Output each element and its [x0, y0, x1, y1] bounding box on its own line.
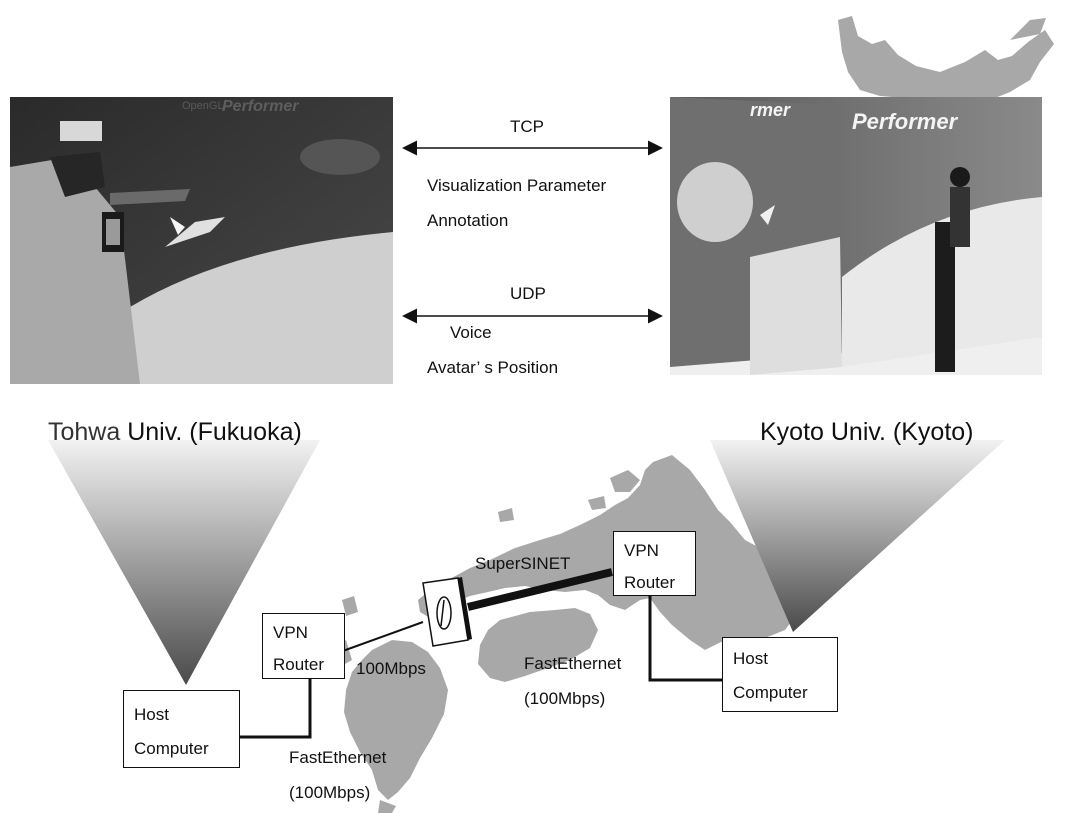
- performer-right-overlay-text: Performer: [852, 109, 958, 134]
- router-to-gateway-link: [339, 621, 424, 653]
- tohwa-host-computer-box: Host Computer: [123, 690, 240, 768]
- right-projection-cone: [710, 440, 1005, 632]
- performer-left-overlay-text: rmer: [750, 100, 791, 120]
- tohwa-vpn-router-box: VPN Router: [262, 613, 345, 679]
- tohwa-cave-photo: OpenGL Performer: [10, 97, 393, 384]
- kyoto-vpn-router-box: VPN Router: [613, 531, 696, 596]
- kyoto-host-line2: Computer: [733, 683, 808, 702]
- japan-map: [330, 455, 805, 813]
- left-fastethernet-link: [240, 676, 312, 739]
- right-fastethernet-link: [648, 595, 722, 682]
- tohwa-site-location: Univ. (Fukuoka): [127, 418, 302, 446]
- supersinet-label: SuperSINET: [475, 554, 571, 573]
- left-projection-cone: [48, 440, 320, 685]
- gateway-device: [422, 577, 472, 647]
- network-links: [240, 568, 722, 739]
- tohwa-router-line1: VPN: [273, 623, 308, 642]
- tohwa-host-line2: Computer: [134, 739, 209, 758]
- udp-label: UDP: [510, 284, 546, 303]
- left-fastethernet-speed: (100Mbps): [289, 783, 371, 802]
- kyoto-host-computer-box: Host Computer: [722, 637, 838, 712]
- tcp-item-visualization-parameter: Visualization Parameter: [427, 176, 607, 195]
- kyoto-router-line1: VPN: [624, 541, 659, 560]
- right-fastethernet-label: FastEthernet: [524, 654, 622, 673]
- udp-item-avatar-position: Avatar’ s Position: [427, 358, 559, 377]
- right-fastethernet-speed: (100Mbps): [524, 689, 606, 708]
- udp-item-voice: Voice: [450, 323, 492, 342]
- tcp-label: TCP: [510, 117, 544, 136]
- performer-overlay-text: Performer: [222, 98, 299, 115]
- kyoto-host-line1: Host: [733, 649, 768, 668]
- tohwa-host-line1: Host: [134, 705, 169, 724]
- uplink-bandwidth-label: 100Mbps: [356, 659, 426, 678]
- opengl-overlay-text: OpenGL: [182, 100, 224, 112]
- kyoto-site-label: Kyoto Univ. (Kyoto): [760, 418, 974, 446]
- tohwa-router-line2: Router: [273, 655, 325, 674]
- left-fastethernet-label: FastEthernet: [289, 748, 387, 767]
- tcp-item-annotation: Annotation: [427, 211, 509, 230]
- hokkaido-map: [838, 16, 1054, 102]
- supersinet-link: [467, 568, 613, 611]
- kyoto-cave-photo: rmer Performer: [670, 97, 1042, 375]
- tohwa-site-name: Tohwa: [48, 418, 121, 446]
- tohwa-site-label: Tohwa Univ. (Fukuoka): [48, 420, 302, 445]
- kyoto-router-line2: Router: [624, 573, 676, 592]
